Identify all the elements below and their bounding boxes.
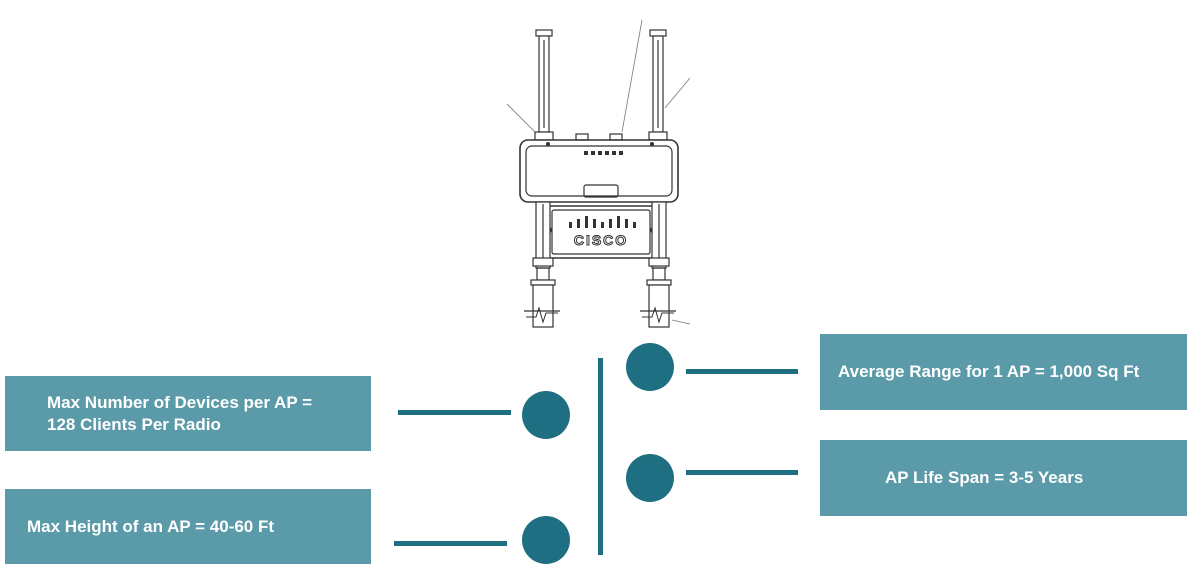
connector-dot-max-devices xyxy=(522,391,570,439)
connector-dot-life-span xyxy=(626,454,674,502)
fact-box-max-devices: Max Number of Devices per AP = 128 Clien… xyxy=(5,376,371,451)
connector-line-max-devices xyxy=(398,410,511,415)
access-point-illustration: CISCO xyxy=(506,19,691,328)
connector-line-life-span xyxy=(686,470,798,475)
connector-dot-average-range xyxy=(626,343,674,391)
connector-dot-max-height xyxy=(522,516,570,564)
center-divider-line xyxy=(598,358,603,555)
connector-line-max-height xyxy=(394,541,507,546)
fact-box-life-span: AP Life Span = 3-5 Years xyxy=(820,440,1187,516)
fact-text-max-height: Max Height of an AP = 40-60 Ft xyxy=(27,516,275,536)
fact-box-max-height: Max Height of an AP = 40-60 Ft xyxy=(5,489,371,564)
connector-line-average-range xyxy=(686,369,798,374)
fact-text-max-devices: Max Number of Devices per AP = 128 Clien… xyxy=(47,392,313,434)
cisco-logo-text: CISCO xyxy=(574,232,628,248)
fact-text-average-range: Average Range for 1 AP = 1,000 Sq Ft xyxy=(838,362,1140,381)
fact-box-average-range: Average Range for 1 AP = 1,000 Sq Ft xyxy=(820,334,1187,410)
fact-text-life-span: AP Life Span = 3-5 Years xyxy=(885,468,1084,487)
